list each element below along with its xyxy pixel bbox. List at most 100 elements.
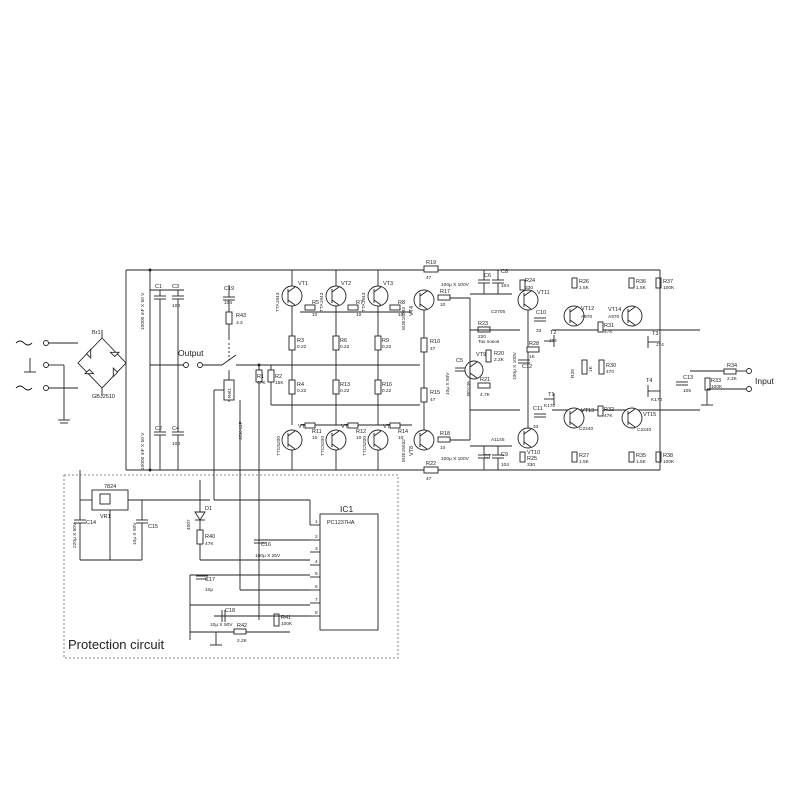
c1-ref: C1	[155, 284, 162, 290]
vt10-part: A1145	[491, 437, 505, 443]
r14-ref: R14	[398, 429, 408, 435]
ic1-ref: IC1	[340, 504, 354, 514]
input-terminal-1	[746, 368, 752, 374]
r23-value: 220	[478, 334, 486, 340]
ic1-pin-1: 1	[315, 519, 318, 525]
c8-value: 104	[501, 283, 509, 289]
r11-ref: R11	[312, 429, 322, 435]
relay-coil: Rel1 JCK-11F	[213, 370, 244, 500]
capacitor-c2: C2 10000 mF X 50 V	[140, 365, 166, 470]
r24-ref: R24	[525, 278, 535, 284]
vt10-ref: VT10	[527, 450, 540, 456]
c18-value: 10μ X 50V	[210, 622, 233, 628]
relay-contact	[221, 343, 270, 366]
t1-part: K170	[544, 403, 556, 409]
capacitor-c7: C7 100μ X 100V	[441, 446, 491, 470]
transistor-vt12: VT12 A970	[563, 305, 594, 327]
vt6-part: TTC5200	[320, 436, 326, 456]
r11-value: 10	[312, 435, 318, 441]
jfet-t1: T1 K170	[544, 392, 556, 409]
vt6-ref: VT6	[341, 424, 351, 430]
bridge-rectifier: Br1 GBJ2510	[77, 330, 127, 400]
vt15-part: C2240	[637, 427, 651, 433]
vt4-ref: VT4	[409, 306, 415, 316]
r33-ref: R33	[711, 378, 721, 384]
resistor-r21: R21 4.7K	[477, 377, 491, 398]
c2-value: 10000 mF X 50 V	[140, 432, 146, 470]
c16-ref: C16	[261, 542, 271, 548]
resistor-r30: R30 470	[598, 359, 616, 375]
jfet-t3: T3 J74	[647, 331, 664, 348]
c3-value: 104	[172, 303, 180, 309]
resistor-r35: R35 1.5K	[628, 451, 647, 465]
resistor-r32: R32 47K	[597, 405, 614, 419]
c17-value: 10μ	[205, 587, 213, 593]
r5-ref: R5	[312, 300, 319, 306]
capacitor-c1: C1 10000 mF X 50 V	[140, 284, 170, 365]
vt13-ref: VT13	[581, 408, 594, 414]
capacitor-c18: C18 10μ X 50V	[210, 608, 235, 628]
c11-ref: C11	[533, 406, 543, 412]
protection-circuit: Protection circuit 7824 VR1 C14 220μ X 5…	[63, 400, 399, 659]
t4-ref: T4	[646, 378, 652, 384]
protection-label: Protection circuit	[68, 637, 164, 652]
r35-ref: R35	[636, 453, 646, 459]
r6-ref: R6	[340, 338, 347, 344]
c4-ref: C4	[172, 426, 179, 432]
vt5-ref: VT5	[298, 424, 308, 430]
r28-ref: R28	[529, 341, 539, 347]
r40-ref: R40	[205, 534, 215, 540]
transistor-vt10: VT10 A1145	[491, 427, 540, 456]
capacitor-c10: C10 33	[534, 310, 546, 334]
transistor-vt7: VT7 TTC5200	[362, 424, 393, 456]
vt7-ref: VT7	[383, 424, 393, 430]
transistor-vt1: VT1 TTA1943	[275, 281, 308, 312]
r13-value: 0.22	[340, 388, 350, 394]
resistor-r24: R24 330	[519, 278, 535, 291]
transistor-vt4: VT4 MJE15033	[401, 289, 435, 330]
resistor-r22: R22 47	[423, 461, 439, 482]
emitter-resistors-top: R3 0.22 R6 0.22 R9 0.22	[288, 335, 392, 380]
r38-ref: R38	[663, 453, 673, 459]
ic1-pin-8: 8	[315, 610, 318, 616]
capacitor-c13: C13 105	[676, 375, 693, 394]
capacitor-c9: C9 104	[492, 446, 509, 470]
r36-ref: R36	[636, 279, 646, 285]
r34-value: 2.2K	[727, 376, 738, 382]
t2-part: J74	[549, 338, 557, 344]
r17-value: 10	[440, 302, 446, 308]
r12-value: 10	[356, 435, 362, 441]
r42-value: 2.2K	[237, 638, 248, 644]
r14-value: 10	[398, 435, 404, 441]
output-terminal-1	[183, 362, 189, 368]
vt2-ref: VT2	[341, 281, 351, 287]
c6-value: 100μ X 100V	[441, 282, 470, 288]
r30-ref: R30	[606, 363, 616, 369]
r37-value: 100K	[663, 285, 675, 291]
r7-ref: R7	[356, 300, 363, 306]
resistor-r33: R33 100K	[701, 377, 723, 406]
resistor-r31: R31 47K	[597, 321, 614, 335]
r25-ref: R25	[527, 456, 537, 462]
vt1-ref: VT1	[298, 281, 308, 287]
resistor-r41: R41 100K	[273, 613, 293, 627]
c10-value: 33	[536, 328, 542, 334]
vt3-part: TTA1943	[361, 292, 367, 312]
top-base-resistors: R5 10 R7 10 R8 10	[300, 300, 412, 318]
r15-value: 47	[430, 397, 436, 403]
t1-ref: T1	[548, 392, 554, 398]
resistor-r37: R37 100K	[655, 277, 675, 291]
r3-ref: R3	[297, 338, 304, 344]
r9-value: 0.22	[382, 344, 392, 350]
r33-value: 100K	[711, 384, 723, 390]
ic1-pin-4: 4	[315, 559, 318, 565]
c1-value: 10000 mF X 50 V	[140, 292, 146, 330]
r23-ref: R23	[478, 321, 488, 327]
resistor-r17: R17 10	[437, 289, 451, 308]
r42-ref: R42	[237, 623, 247, 629]
r41-ref: R41	[281, 615, 291, 621]
r26-value: 1.5K	[579, 285, 590, 291]
r22-value: 47	[426, 476, 432, 482]
output-terminal-2	[197, 362, 203, 368]
r25-value: 330	[527, 462, 535, 468]
